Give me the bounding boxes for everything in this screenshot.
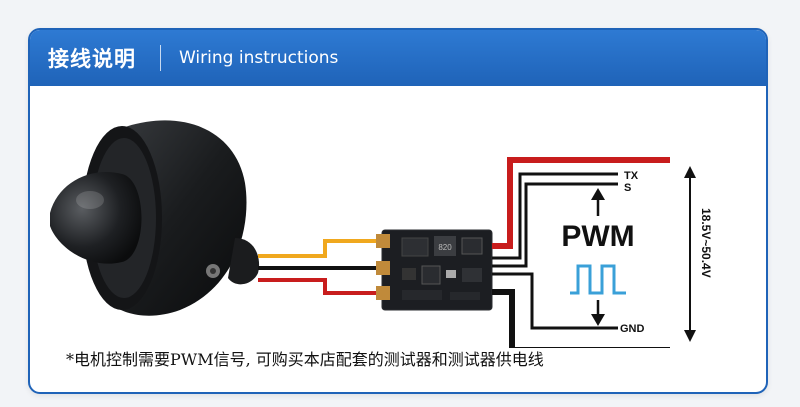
pwm-label: PWM — [561, 220, 634, 253]
pwm-arrow-down-icon — [591, 300, 605, 326]
card-header: 接线说明 Wiring instructions — [30, 30, 766, 86]
esc-chip-label: 820 — [438, 243, 452, 252]
pwm-arrow-up-icon — [591, 188, 605, 216]
motor-icon — [50, 120, 260, 316]
power-wires — [492, 157, 670, 348]
label-s: S — [624, 182, 631, 194]
pwm-wave-icon — [570, 264, 626, 295]
wiring-card: 接线说明 Wiring instructions — [28, 28, 768, 394]
voltage-arrow-icon — [684, 166, 696, 342]
note-text: *电机控制需要PWM信号, 可购买本店配套的测试器和测试器供电线 — [66, 350, 544, 369]
wiring-diagram: 820 TX S GND PW — [50, 120, 713, 348]
esc-board: 820 — [376, 229, 493, 311]
motor-wires — [258, 239, 382, 295]
header-divider — [160, 45, 161, 71]
voltage-label: 18.5V~50.4V — [699, 208, 713, 278]
header-title-en: Wiring instructions — [179, 48, 339, 68]
label-gnd: GND — [620, 323, 645, 335]
label-tx: TX — [624, 170, 639, 182]
header-title-cn: 接线说明 — [48, 47, 136, 71]
